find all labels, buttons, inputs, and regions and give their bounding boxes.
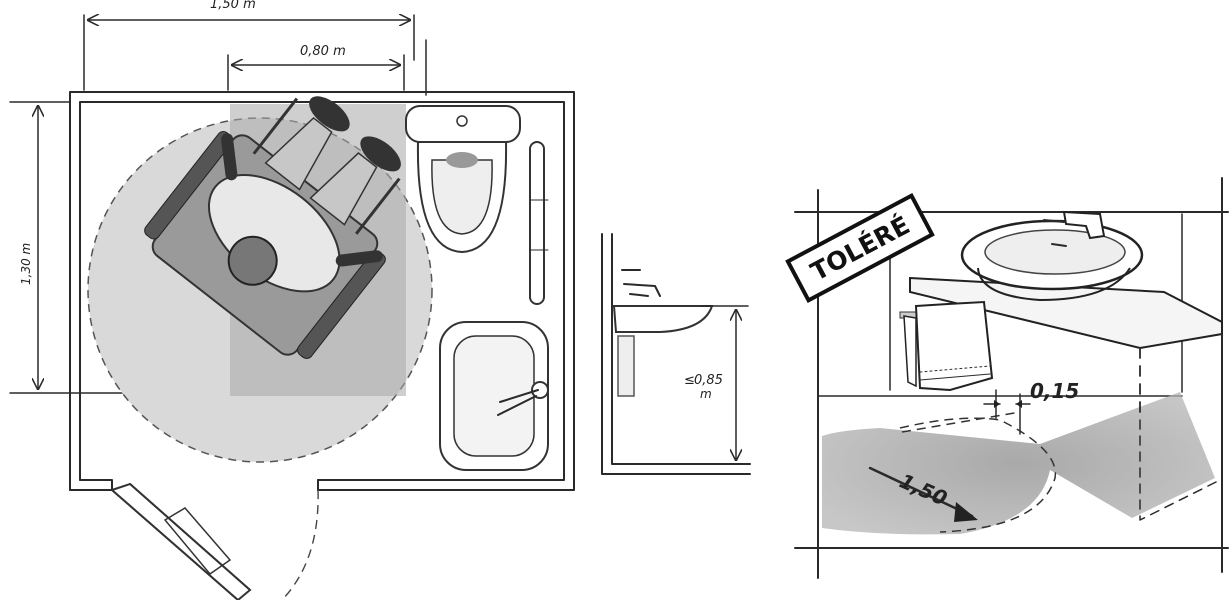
- toilet-icon: [405, 105, 521, 254]
- dimension-total-width: 1,50 m: [83, 0, 415, 91]
- dimension-clearance: 0,15: [983, 379, 1079, 435]
- perspective-sketch: 0,15 1,50 TOLÉRÉ: [785, 177, 1229, 579]
- wheelchair-user-icon: [144, 96, 401, 359]
- sink-plan-icon: [439, 321, 549, 471]
- door-swing-icon: [110, 482, 319, 600]
- dimension-seat-width-label: 0,80 m: [300, 44, 346, 59]
- dimension-seat-width: 0,80 m: [227, 39, 427, 96]
- plan-walls: [69, 91, 575, 491]
- sink-height-unit: m: [700, 387, 712, 401]
- sink-elevation: ≤ 0,85 m: [601, 233, 751, 475]
- dimension-total-width-label: 1,50 m: [210, 0, 256, 12]
- sink-height-value: 0,85: [694, 373, 723, 388]
- turning-area-wash: [822, 392, 1215, 535]
- grab-bar-icon: [529, 141, 549, 305]
- towel-icon: [899, 300, 994, 392]
- dimension-height-label: 1,30 m: [19, 243, 33, 285]
- sink-height-symbol: ≤: [684, 373, 695, 388]
- faucet-icon: [1043, 210, 1106, 247]
- dimension-clearance-label: 0,15: [1030, 379, 1079, 403]
- bathroom-floor-plan: 1,50 m 0,80 m 1,30 m: [9, 0, 575, 600]
